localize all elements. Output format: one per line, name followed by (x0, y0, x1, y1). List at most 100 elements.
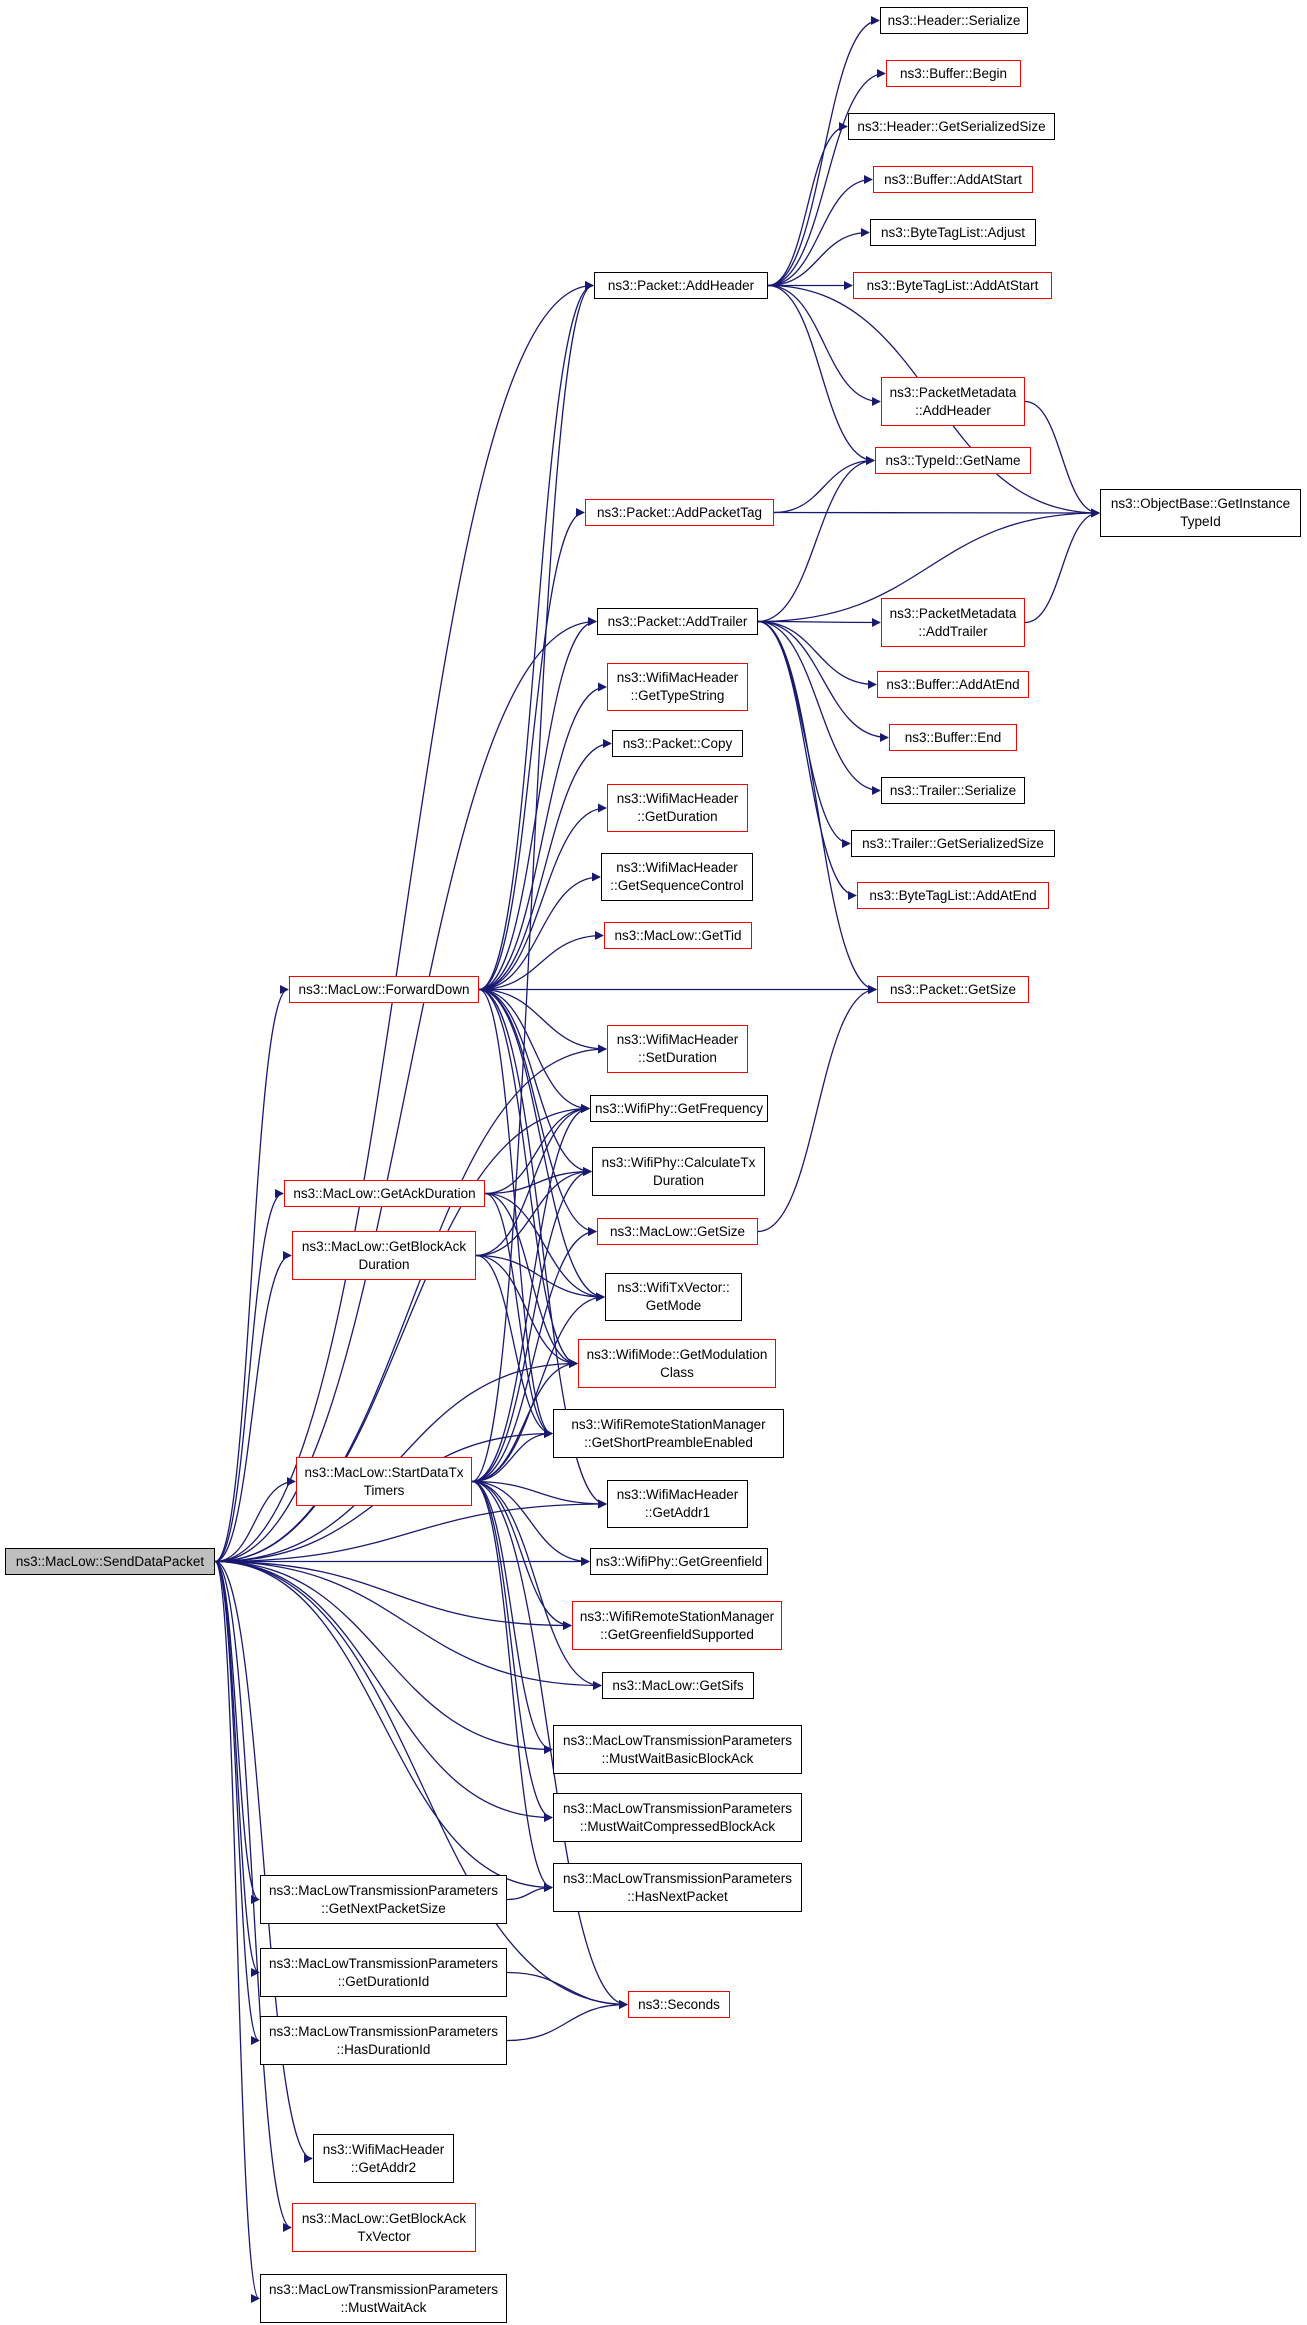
edge-packet-add-trailer-to-buffer-add-at-end (757, 620, 877, 689)
edge-send-data-packet-to-must-wait-basic-block-ack (214, 1560, 553, 1754)
edge-mac-low-start-data-tx-timers-to-mac-low-get-sifs (471, 1480, 602, 1690)
node-packet-add-packet-tag[interactable]: ns3::Packet::AddPacketTag (585, 499, 774, 526)
edge-send-data-packet-to-must-wait-compressed-block-ack (214, 1560, 553, 1822)
node-packet-copy[interactable]: ns3::Packet::Copy (612, 730, 743, 757)
node-must-wait-basic-block-ack[interactable]: ns3::MacLowTransmissionParameters ::Must… (553, 1725, 802, 1774)
edge-send-data-packet-to-has-next-packet (214, 1560, 553, 1892)
node-get-greenfield-supported[interactable]: ns3::WifiRemoteStationManager ::GetGreen… (572, 1601, 782, 1650)
edge-packet-add-header-to-byte-tag-list-adjust (767, 228, 870, 287)
node-wifi-phy-calculate-tx-duration[interactable]: ns3::WifiPhy::CalculateTx Duration (592, 1147, 765, 1196)
edge-mac-low-forward-down-to-wifi-mac-header-set-duration (478, 988, 607, 1054)
edge-mac-low-start-data-tx-timers-to-must-wait-compressed-block-ack (471, 1480, 553, 1822)
edge-send-data-packet-to-mac-low-get-ack-duration (214, 1189, 284, 1563)
edge-mac-low-start-data-tx-timers-to-wifi-phy-get-frequency (471, 1104, 590, 1483)
edge-mac-low-forward-down-to-mac-low-get-tid (478, 931, 604, 991)
node-wifi-phy-get-frequency[interactable]: ns3::WifiPhy::GetFrequency (590, 1095, 768, 1122)
node-packet-metadata-add-trailer[interactable]: ns3::PacketMetadata ::AddTrailer (881, 598, 1025, 647)
edge-mac-low-start-data-tx-timers-to-get-greenfield-supported (471, 1480, 572, 1630)
edge-send-data-packet-to-mac-low-start-data-tx-timers (214, 1477, 296, 1563)
edge-mac-low-forward-down-to-wifi-mac-header-get-duration (478, 803, 607, 991)
edge-mac-low-start-data-tx-timers-to-get-short-preamble-enabled (471, 1429, 553, 1483)
edge-mac-low-get-ack-duration-to-wifi-phy-get-frequency (484, 1104, 590, 1195)
node-mac-low-get-block-ack-tx-vector[interactable]: ns3::MacLow::GetBlockAck TxVector (292, 2203, 476, 2252)
edge-get-next-packet-size-to-has-next-packet (506, 1883, 553, 1901)
node-mac-low-get-tid[interactable]: ns3::MacLow::GetTid (604, 922, 752, 949)
node-wifi-mac-header-get-duration[interactable]: ns3::WifiMacHeader ::GetDuration (607, 784, 748, 832)
edge-send-data-packet-to-mac-low-get-sifs (214, 1560, 602, 1690)
edge-mac-low-get-ack-duration-to-wifi-phy-calculate-tx-duration (484, 1167, 592, 1195)
edge-send-data-packet-to-get-duration-id (214, 1560, 260, 1977)
node-wifi-tx-vector-get-mode[interactable]: ns3::WifiTxVector:: GetMode (605, 1273, 742, 1321)
edge-send-data-packet-to-wifi-mac-header-get-addr1 (214, 1499, 607, 1563)
edge-send-data-packet-to-mac-low-forward-down (214, 985, 289, 1563)
edge-packet-add-header-to-packet-metadata-add-header (767, 284, 881, 406)
edge-get-duration-id-to-seconds (506, 1971, 628, 2009)
edge-packet-add-trailer-to-buffer-end (757, 620, 889, 742)
node-get-duration-id[interactable]: ns3::MacLowTransmissionParameters ::GetD… (260, 1948, 507, 1997)
edge-packet-add-packet-tag-to-type-id-get-name (773, 456, 875, 514)
node-must-wait-ack[interactable]: ns3::MacLowTransmissionParameters ::Must… (260, 2274, 507, 2323)
node-buffer-add-at-start[interactable]: ns3::Buffer::AddAtStart (873, 166, 1033, 193)
edge-mac-low-get-ack-duration-to-get-short-preamble-enabled (484, 1192, 553, 1438)
node-mac-low-start-data-tx-timers[interactable]: ns3::MacLow::StartDataTx Timers (296, 1457, 472, 1506)
edge-send-data-packet-to-must-wait-ack (214, 1560, 260, 2303)
node-header-serialize[interactable]: ns3::Header::Serialize (880, 7, 1028, 34)
edge-mac-low-forward-down-to-wifi-mac-header-get-type-string (478, 682, 607, 991)
edge-mac-low-get-block-ack-duration-to-wifi-phy-calculate-tx-duration (475, 1167, 592, 1257)
node-mac-low-get-block-ack-duration[interactable]: ns3::MacLow::GetBlockAck Duration (292, 1231, 476, 1280)
node-wifi-mac-header-get-addr1[interactable]: ns3::WifiMacHeader ::GetAddr1 (607, 1480, 748, 1528)
node-wifi-mac-header-set-duration[interactable]: ns3::WifiMacHeader ::SetDuration (607, 1025, 748, 1073)
node-packet-get-size[interactable]: ns3::Packet::GetSize (877, 976, 1029, 1003)
node-buffer-add-at-end[interactable]: ns3::Buffer::AddAtEnd (877, 671, 1029, 698)
edge-packet-metadata-add-trailer-to-object-base-get-instance-type-id (1024, 508, 1100, 624)
edge-mac-low-forward-down-to-wifi-phy-get-frequency (478, 988, 590, 1113)
node-mac-low-get-ack-duration[interactable]: ns3::MacLow::GetAckDuration (284, 1180, 485, 1207)
node-byte-tag-list-add-at-start[interactable]: ns3::ByteTagList::AddAtStart (853, 272, 1052, 299)
node-must-wait-compressed-block-ack[interactable]: ns3::MacLowTransmissionParameters ::Must… (553, 1793, 802, 1842)
node-packet-add-header[interactable]: ns3::Packet::AddHeader (594, 272, 768, 299)
node-trailer-serialize[interactable]: ns3::Trailer::Serialize (881, 777, 1025, 804)
edge-packet-add-trailer-to-type-id-get-name (757, 456, 875, 623)
node-has-duration-id[interactable]: ns3::MacLowTransmissionParameters ::HasD… (260, 2016, 507, 2065)
node-mac-low-forward-down[interactable]: ns3::MacLow::ForwardDown (289, 976, 479, 1003)
node-wifi-mode-get-modulation-class[interactable]: ns3::WifiMode::GetModulation Class (578, 1339, 776, 1388)
edge-send-data-packet-to-packet-add-trailer (214, 617, 597, 1563)
edge-mac-low-forward-down-to-packet-add-header (478, 281, 594, 991)
edge-send-data-packet-to-get-greenfield-supported (214, 1560, 572, 1630)
node-mac-low-get-size[interactable]: ns3::MacLow::GetSize (597, 1218, 758, 1245)
node-wifi-phy-get-greenfield[interactable]: ns3::WifiPhy::GetGreenfield (590, 1548, 768, 1575)
edge-mac-low-forward-down-to-packet-copy (478, 739, 612, 991)
node-byte-tag-list-add-at-end[interactable]: ns3::ByteTagList::AddAtEnd (857, 882, 1049, 909)
node-wifi-mac-header-get-addr2[interactable]: ns3::WifiMacHeader ::GetAddr2 (313, 2134, 454, 2183)
node-mac-low-get-sifs[interactable]: ns3::MacLow::GetSifs (602, 1672, 754, 1699)
edge-send-data-packet-to-packet-add-header (214, 281, 594, 1563)
node-wifi-mac-header-get-type-string[interactable]: ns3::WifiMacHeader ::GetTypeString (607, 663, 748, 711)
node-object-base-get-instance-type-id[interactable]: ns3::ObjectBase::GetInstance TypeId (1100, 489, 1301, 537)
node-wifi-mac-header-get-sequence-control[interactable]: ns3::WifiMacHeader ::GetSequenceControl (601, 853, 753, 901)
node-byte-tag-list-adjust[interactable]: ns3::ByteTagList::Adjust (870, 219, 1036, 246)
edge-mac-low-get-ack-duration-to-wifi-mode-get-modulation-class (484, 1192, 578, 1368)
edge-send-data-packet-to-mac-low-get-block-ack-tx-vector (214, 1560, 292, 2232)
edge-mac-low-get-block-ack-duration-to-wifi-mode-get-modulation-class (475, 1254, 578, 1368)
node-type-id-get-name[interactable]: ns3::TypeId::GetName (875, 447, 1031, 474)
node-header-get-serialized-size[interactable]: ns3::Header::GetSerializedSize (848, 113, 1055, 140)
edge-mac-low-start-data-tx-timers-to-has-next-packet (471, 1480, 553, 1892)
node-packet-metadata-add-header[interactable]: ns3::PacketMetadata ::AddHeader (881, 377, 1025, 426)
edge-mac-low-start-data-tx-timers-to-seconds (471, 1480, 628, 2009)
node-has-next-packet[interactable]: ns3::MacLowTransmissionParameters ::HasN… (553, 1863, 802, 1912)
edge-packet-add-trailer-to-packet-get-size (757, 620, 877, 994)
edge-send-data-packet-to-get-next-packet-size (214, 1560, 260, 1904)
node-packet-add-trailer[interactable]: ns3::Packet::AddTrailer (597, 608, 758, 635)
node-buffer-begin[interactable]: ns3::Buffer::Begin (886, 60, 1021, 87)
node-buffer-end[interactable]: ns3::Buffer::End (889, 724, 1017, 751)
node-trailer-get-serialized-size[interactable]: ns3::Trailer::GetSerializedSize (851, 830, 1055, 857)
edge-mac-low-start-data-tx-timers-to-mac-low-get-size (471, 1227, 597, 1483)
edge-mac-low-get-block-ack-duration-to-wifi-tx-vector-get-mode (475, 1254, 605, 1302)
node-get-short-preamble-enabled[interactable]: ns3::WifiRemoteStationManager ::GetShort… (553, 1409, 784, 1458)
edge-packet-add-packet-tag-to-object-base-get-instance-type-id (773, 508, 1100, 518)
node-seconds[interactable]: ns3::Seconds (628, 1991, 730, 2018)
node-get-next-packet-size[interactable]: ns3::MacLowTransmissionParameters ::GetN… (260, 1875, 507, 1924)
edge-has-duration-id-to-seconds (506, 2000, 628, 2042)
